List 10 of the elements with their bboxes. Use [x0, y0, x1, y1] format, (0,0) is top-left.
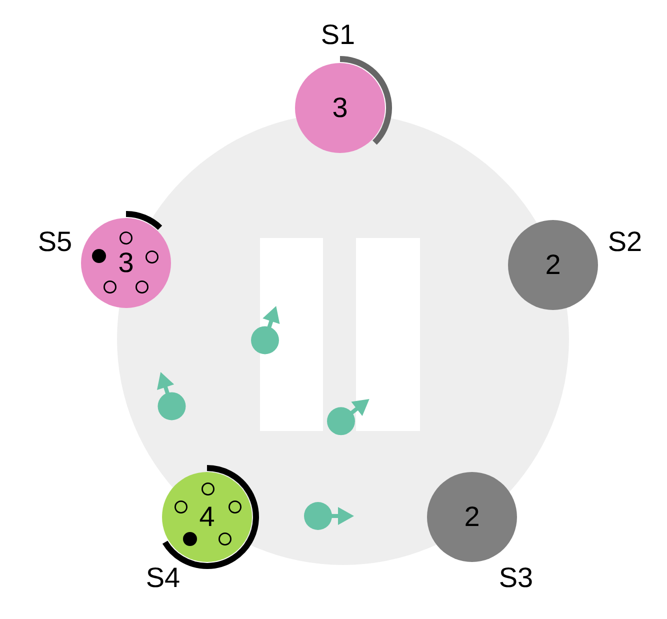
server-label: S1: [320, 21, 356, 49]
term-number: 3: [118, 249, 134, 277]
term-number: 2: [464, 503, 480, 531]
term-number: 2: [545, 251, 561, 279]
server-label: S4: [146, 564, 180, 592]
term-number: 3: [332, 94, 348, 122]
server-label: S5: [38, 228, 72, 256]
server-label: S2: [608, 228, 642, 256]
term-number: 4: [199, 503, 215, 531]
server-label: S3: [498, 564, 534, 592]
